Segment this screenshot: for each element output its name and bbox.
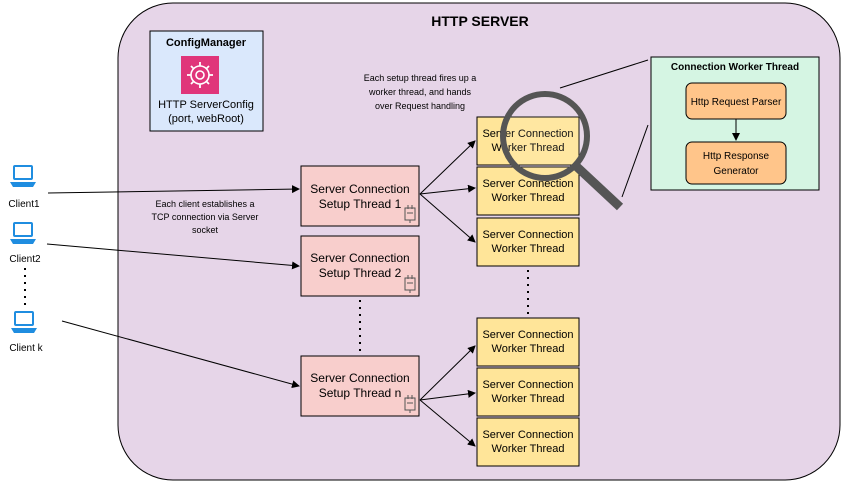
- config-manager-title: ConfigManager: [166, 37, 247, 49]
- worker-1-line-2: Worker Thread: [492, 142, 565, 154]
- settings-gear-icon: [181, 56, 219, 94]
- setup-thread-1: Server Connection Setup Thread 1: [300, 165, 420, 227]
- worker-6-line-1: Server Connection: [482, 429, 573, 441]
- worker-thread-6: Server Connection Worker Thread: [476, 417, 580, 467]
- setup-note-line-2: worker thread, and hands: [368, 87, 472, 97]
- laptop-icon: [11, 311, 37, 333]
- worker-5-line-1: Server Connection: [482, 379, 573, 391]
- setup-note-line-1: Each setup thread fires up a: [364, 73, 477, 83]
- worker-thread-3: Server Connection Worker Thread: [476, 217, 580, 267]
- worker-4-line-2: Worker Thread: [492, 343, 565, 355]
- worker-3-line-1: Server Connection: [482, 229, 573, 241]
- zoom-connector-bottom: [621, 124, 649, 198]
- client2-to-setup2-arrow: [46, 243, 300, 270]
- clientk-to-setupn-arrow: [61, 320, 300, 389]
- setup-thread-1-line-2: Setup Thread 1: [319, 197, 402, 211]
- client-1: Client1: [8, 165, 40, 210]
- response-generator-line-2: Generator: [713, 166, 759, 177]
- plug-icon: [404, 205, 416, 223]
- config-manager: ConfigManager HTTP ServerConfig (port, w…: [149, 30, 264, 132]
- setup-thread-2-line-1: Server Connection: [310, 251, 409, 265]
- setup-thread-n-line-2: Setup Thread n: [319, 386, 402, 400]
- zoom-connector-top: [559, 59, 649, 89]
- setup1-to-worker2-arrow: [419, 184, 476, 195]
- connection-worker-detail: Connection Worker Thread Http Request Pa…: [650, 56, 820, 191]
- client-2-label: Client2: [9, 254, 41, 265]
- client-2: Client2: [9, 222, 41, 265]
- worker-2-line-2: Worker Thread: [492, 192, 565, 204]
- worker-4-line-1: Server Connection: [482, 329, 573, 341]
- client-k: Client k: [9, 311, 44, 354]
- laptop-icon: [10, 165, 36, 187]
- setup-thread-2: Server Connection Setup Thread 2: [300, 235, 420, 297]
- magnifier-icon: [500, 91, 624, 211]
- setup-thread-1-line-1: Server Connection: [310, 182, 409, 196]
- client-1-label: Client1: [8, 199, 40, 210]
- setup-worker-note: Each setup thread fires up a worker thre…: [364, 73, 477, 111]
- client-connection-note: Each client establishes a TCP connection…: [152, 199, 259, 235]
- server-title: HTTP SERVER: [431, 13, 529, 29]
- request-parser-label: Http Request Parser: [691, 97, 782, 108]
- worker-thread-5: Server Connection Worker Thread: [476, 367, 580, 417]
- worker-thread-4: Server Connection Worker Thread: [476, 317, 580, 367]
- client-k-label: Client k: [9, 343, 43, 354]
- request-parser-box: Http Request Parser: [685, 82, 787, 120]
- setup-note-line-3: over Request handling: [375, 101, 465, 111]
- detail-panel-title: Connection Worker Thread: [671, 62, 799, 73]
- response-generator-box: Http Response Generator: [685, 141, 787, 185]
- client-note-line-3: socket: [192, 225, 219, 235]
- client-note-line-1: Each client establishes a: [155, 199, 254, 209]
- setupn-to-worker6-arrow: [419, 399, 476, 447]
- response-generator-line-1: Http Response: [703, 151, 770, 162]
- config-line-1: HTTP ServerConfig: [158, 99, 254, 111]
- worker-6-line-2: Worker Thread: [492, 443, 565, 455]
- client-note-line-2: TCP connection via Server: [152, 212, 259, 222]
- setup1-to-worker3-arrow: [419, 193, 476, 243]
- worker-2-line-1: Server Connection: [482, 178, 573, 190]
- setup-thread-n-line-1: Server Connection: [310, 371, 409, 385]
- setupn-to-worker5-arrow: [419, 389, 476, 401]
- client1-to-setup1-arrow: [47, 185, 300, 194]
- config-line-2: (port, webRoot): [168, 113, 244, 125]
- laptop-icon: [10, 222, 36, 244]
- setup-thread-2-line-2: Setup Thread 2: [319, 266, 402, 280]
- setup-thread-n: Server Connection Setup Thread n: [300, 355, 420, 417]
- worker-3-line-2: Worker Thread: [492, 243, 565, 255]
- setupn-to-worker4-arrow: [419, 345, 476, 401]
- plug-icon: [404, 275, 416, 293]
- worker-5-line-2: Worker Thread: [492, 393, 565, 405]
- plug-icon: [404, 395, 416, 413]
- setup1-to-worker1-arrow: [419, 140, 476, 195]
